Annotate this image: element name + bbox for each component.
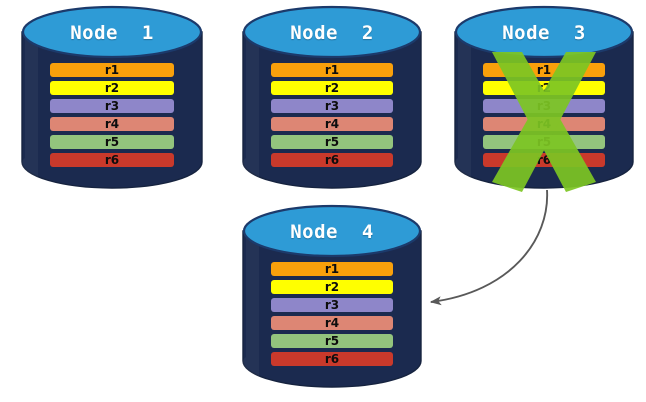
row-label: r5 [536,135,552,149]
row-label: r3 [104,99,120,113]
row-r4[interactable]: r4 [50,117,174,131]
cylinder-highlight [453,34,471,178]
row-label: r2 [104,81,120,95]
cylinder-top [242,5,422,59]
row-r3[interactable]: r3 [271,99,393,113]
row-label: r2 [324,280,340,294]
cylinder-highlight [241,34,259,178]
row-label: r3 [324,298,340,312]
row-label: r5 [324,334,340,348]
row-r2[interactable]: r2 [271,81,393,95]
row-list: r1 r2 r3 r4 r5 r6 [271,63,393,167]
row-r1[interactable]: r1 [483,63,605,77]
row-label: r3 [324,99,340,113]
row-r4[interactable]: r4 [483,117,605,131]
row-label: r1 [536,63,552,77]
row-r5[interactable]: r5 [50,135,174,149]
row-r6[interactable]: r6 [271,153,393,167]
row-r1[interactable]: r1 [271,262,393,276]
row-r2[interactable]: r2 [483,81,605,95]
row-r4[interactable]: r4 [271,117,393,131]
row-r1[interactable]: r1 [271,63,393,77]
row-list: r1 r2 r3 r4 r5 r6 [483,63,605,167]
cylinder-top [454,5,634,59]
row-list: r1 r2 r3 r4 r5 r6 [50,63,174,167]
row-label: r1 [324,63,340,77]
row-r6[interactable]: r6 [271,352,393,366]
row-r3[interactable]: r3 [50,99,174,113]
row-label: r1 [324,262,340,276]
row-r6[interactable]: r6 [483,153,605,167]
row-label: r6 [104,153,120,167]
row-label: r5 [324,135,340,149]
cylinder-highlight [20,34,38,178]
row-label: r6 [324,153,340,167]
cylinder-top [242,204,422,258]
row-label: r4 [324,316,340,330]
row-r2[interactable]: r2 [271,280,393,294]
row-r5[interactable]: r5 [271,135,393,149]
row-label: r4 [104,117,120,131]
row-r1[interactable]: r1 [50,63,174,77]
row-r5[interactable]: r5 [271,334,393,348]
row-label: r3 [536,99,552,113]
row-r6[interactable]: r6 [50,153,174,167]
row-list: r1 r2 r3 r4 r5 r6 [271,262,393,366]
cylinder-highlight [241,233,259,377]
row-label: r2 [536,81,552,95]
row-label: r6 [536,153,552,167]
row-r3[interactable]: r3 [271,298,393,312]
row-r4[interactable]: r4 [271,316,393,330]
row-label: r1 [104,63,120,77]
row-r3[interactable]: r3 [483,99,605,113]
row-label: r6 [324,352,340,366]
row-label: r4 [324,117,340,131]
row-r2[interactable]: r2 [50,81,174,95]
cylinder-top [21,5,203,59]
row-r5[interactable]: r5 [483,135,605,149]
row-label: r4 [536,117,552,131]
row-label: r5 [104,135,120,149]
row-label: r2 [324,81,340,95]
